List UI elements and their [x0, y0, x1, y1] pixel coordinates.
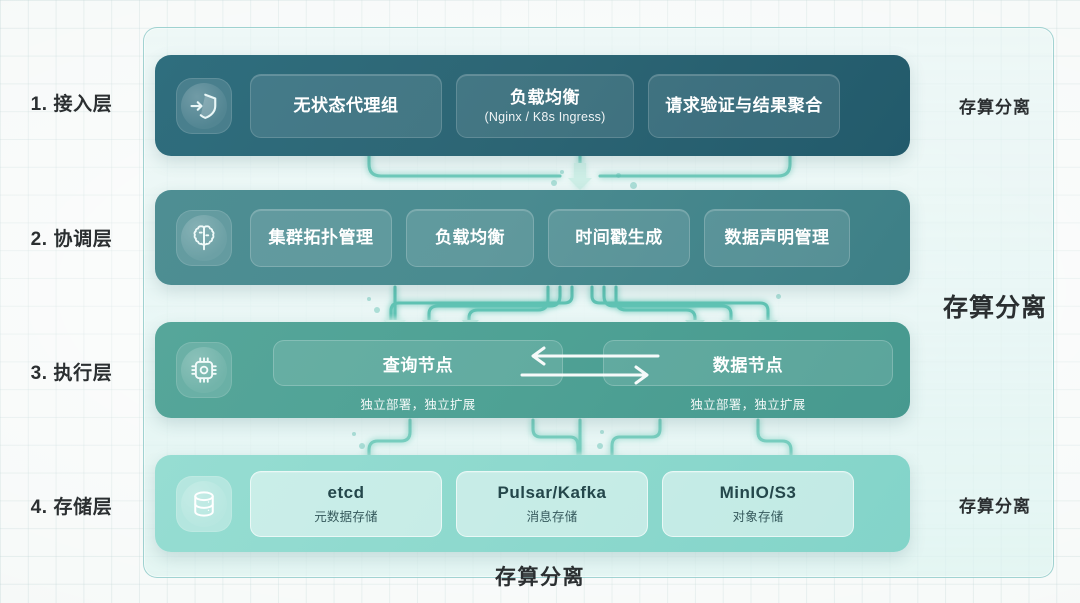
particle — [776, 294, 781, 299]
particle — [560, 170, 564, 174]
card-etcd[interactable]: etcd 元数据存储 — [250, 470, 442, 537]
card-data-declaration[interactable]: 数据声明管理 — [704, 208, 850, 267]
layer-band-execution: 查询节点 独立部署，独立扩展 数据节点 独立部署，独立扩展 — [155, 322, 910, 418]
card-pulsar-kafka[interactable]: Pulsar/Kafka 消息存储 — [456, 470, 648, 537]
layer-4-cards: etcd 元数据存储 Pulsar/Kafka 消息存储 MinIO/S3 对象… — [250, 470, 854, 537]
particle — [600, 430, 604, 434]
side-label-middle: 存算分离 — [942, 294, 1047, 322]
node-query[interactable]: 查询节点 — [273, 340, 563, 386]
card-load-balancer[interactable]: 负载均衡 (Nginx / K8s Ingress) — [456, 73, 634, 138]
layer-label-1: 1. 接入层 — [30, 94, 113, 115]
brain-icon — [176, 209, 232, 266]
card-stateless-proxy[interactable]: 无状态代理组 — [250, 73, 442, 138]
layer-label-4: 4. 存储层 — [30, 497, 113, 518]
layer-band-storage: etcd 元数据存储 Pulsar/Kafka 消息存储 MinIO/S3 对象… — [155, 455, 910, 552]
card-minio-s3[interactable]: MinIO/S3 对象存储 — [662, 470, 854, 537]
side-label-bottom: 存算分离 — [959, 497, 1031, 516]
layer-band-coordination: 集群拓扑管理 负载均衡 时间戳生成 数据声明管理 — [155, 190, 910, 285]
card-timestamp-generation[interactable]: 时间戳生成 — [548, 208, 690, 267]
card-cluster-topology[interactable]: 集群拓扑管理 — [250, 208, 392, 267]
node-exchange-arrows — [520, 346, 660, 385]
bottom-caption: 存算分离 — [495, 566, 585, 589]
node-data-caption: 独立部署，独立扩展 — [690, 398, 806, 412]
particle — [597, 443, 603, 449]
particle — [630, 182, 637, 189]
layer-label-3: 3. 执行层 — [30, 363, 113, 384]
particle — [367, 297, 371, 301]
layer-band-access: 无状态代理组 负载均衡 (Nginx / K8s Ingress) 请求验证与结… — [155, 55, 910, 156]
database-icon — [176, 475, 232, 532]
particle — [551, 180, 557, 186]
card-request-validation[interactable]: 请求验证与结果聚合 — [648, 73, 840, 138]
shield-login-icon — [176, 77, 232, 134]
cpu-chip-icon — [176, 342, 232, 398]
side-label-top: 存算分离 — [959, 98, 1031, 117]
card-load-balancing[interactable]: 负载均衡 — [406, 208, 534, 267]
particle — [374, 307, 380, 313]
particle — [616, 173, 621, 178]
layer-1-cards: 无状态代理组 负载均衡 (Nginx / K8s Ingress) 请求验证与结… — [250, 73, 840, 138]
node-data[interactable]: 数据节点 — [603, 340, 893, 386]
particle — [352, 432, 356, 436]
particle — [359, 443, 365, 449]
node-query-caption: 独立部署，独立扩展 — [360, 398, 476, 412]
layer-label-2: 2. 协调层 — [30, 229, 113, 250]
layer-2-cards: 集群拓扑管理 负载均衡 时间戳生成 数据声明管理 — [250, 208, 850, 267]
